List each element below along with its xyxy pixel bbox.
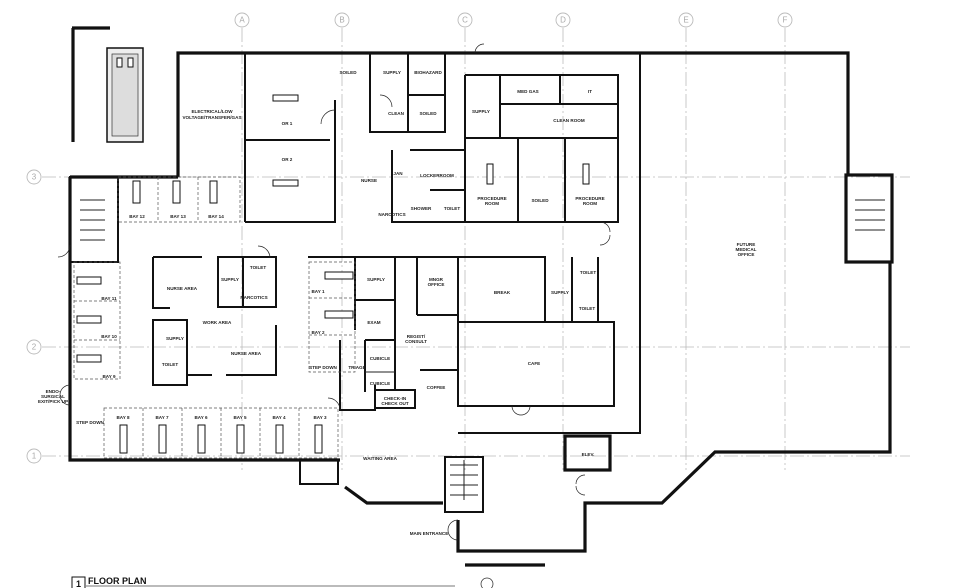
room-label-jan: JAN xyxy=(393,171,403,176)
room-label-electrical: VOLTAGE/TRANSFER/GAS xyxy=(182,115,241,120)
room-label-clean-room: CLEAN ROOM xyxy=(553,118,585,123)
room-label-nurse: NURSE xyxy=(361,178,377,183)
room-label-soiled: SOILED xyxy=(419,111,437,116)
room-label-triage: TRIAGE xyxy=(348,365,365,370)
room-label-work-area: WORK AREA xyxy=(203,320,232,325)
room-label-lockerroom: LOCKERROOM xyxy=(420,173,454,178)
room-label-supply: SUPPLY xyxy=(472,109,490,114)
room-label-bay-1: BAY 1 xyxy=(311,289,324,294)
grid-label-c: C xyxy=(462,16,468,25)
room-label-biohazard: BIOHAZARD xyxy=(414,70,442,75)
room-label-bay-2: BAY 2 xyxy=(311,330,324,335)
generator-pad xyxy=(71,26,144,143)
room-label-bay-11: BAY 11 xyxy=(101,296,117,301)
room-label-bay-13: BAY 13 xyxy=(170,214,186,219)
drawing-number: 1 xyxy=(76,579,81,588)
room-label-cubicle: CUBICLE xyxy=(370,381,390,386)
grid-label-3: 3 xyxy=(32,173,37,182)
grid-label-1: 1 xyxy=(32,452,37,461)
room-label-bay-12: BAY 12 xyxy=(129,214,145,219)
room-label-elev: ELEV. xyxy=(582,452,595,457)
room-label-soiled: SOILED xyxy=(531,198,549,203)
room-label-supply: SUPPLY xyxy=(166,336,184,341)
room-label-main-entrance: MAIN ENTRANCE xyxy=(410,531,449,536)
room-label-waiting-area: WAITING AREA xyxy=(363,456,397,461)
room-label-bay-10: BAY 10 xyxy=(101,334,117,339)
room-label-check-in: CHECK-IN xyxy=(384,396,407,401)
room-label-mngr-office: MNGR xyxy=(429,277,444,282)
room-labels: ELECTRICAL/LOW VOLTAGE/TRANSFER/GAS OR 1… xyxy=(38,70,757,536)
room-label-check-out: CHECK OUT xyxy=(381,401,409,406)
room-label-procedure-room: PROCEDURE xyxy=(477,196,506,201)
room-label-regist-consult: REGIST/ xyxy=(407,334,426,339)
interior-walls xyxy=(69,53,885,513)
drawing-title: 1 FLOOR PLAN xyxy=(71,576,494,588)
grid-label-b: B xyxy=(339,16,344,25)
room-label-bay-7: BAY 7 xyxy=(155,415,168,420)
room-label-procedure-room: PROCEDURE xyxy=(575,196,604,201)
room-label-supply: SUPPLY xyxy=(367,277,385,282)
room-label-it: IT xyxy=(588,89,592,94)
room-label-bay-9: BAY 9 xyxy=(102,374,115,379)
room-label-clean: CLEAN xyxy=(388,111,405,116)
room-label-coffee: COFFEE xyxy=(427,385,446,390)
room-label-endo-surgical-exit: EXIT/PICK UP xyxy=(38,399,68,404)
room-label-supply: SUPPLY xyxy=(551,290,569,295)
room-label-step-down: STEP DOWN xyxy=(309,365,337,370)
room-label-break: BREAK xyxy=(494,290,511,295)
doors xyxy=(57,43,611,541)
room-label-regist-consult: CONSULT xyxy=(405,339,427,344)
room-label-narcotics: NARCOTICS xyxy=(378,212,405,217)
room-label-nurse-area: NURSE AREA xyxy=(231,351,262,356)
room-label-step-down: STEP DOWN xyxy=(76,420,104,425)
drawing-title-text: FLOOR PLAN xyxy=(88,576,147,586)
room-label-bay-3: BAY 3 xyxy=(313,415,326,420)
room-label-endo-surgical-exit: SURGICAL xyxy=(41,394,65,399)
room-label-toilet: TOILET xyxy=(579,306,595,311)
room-label-or-2: OR 2 xyxy=(282,157,293,162)
room-label-shower: SHOWER xyxy=(411,206,432,211)
grid-label-f: F xyxy=(783,16,788,25)
room-label-bay-8: BAY 8 xyxy=(116,415,129,420)
room-label-future-medical-office: OFFICE xyxy=(738,252,755,257)
room-label-future-medical-office: MEDICAL xyxy=(736,247,757,252)
beds xyxy=(76,94,590,454)
room-label-procedure-room: ROOM xyxy=(485,201,499,206)
room-label-cafe: CAFE xyxy=(528,361,541,366)
grid-label-a: A xyxy=(239,16,245,25)
room-label-mngr-office: OFFICE xyxy=(428,282,445,287)
exterior-walls xyxy=(68,51,894,567)
room-label-exam: EXAM xyxy=(367,320,380,325)
room-label-toilet: TOILET xyxy=(162,362,178,367)
room-label-endo-surgical-exit: ENDO- xyxy=(46,389,61,394)
grid-bubbles: A B C D E F 3 2 1 xyxy=(26,12,793,464)
grid-label-e: E xyxy=(683,16,688,25)
room-label-bay-14: BAY 14 xyxy=(208,214,224,219)
room-label-narcotics: NARCOTICS xyxy=(240,295,267,300)
room-label-cubicle: CUBICLE xyxy=(370,356,390,361)
room-label-future-medical-office: FUTURE xyxy=(737,242,756,247)
room-label-bay-5: BAY 5 xyxy=(233,415,246,420)
room-label-bay-6: BAY 6 xyxy=(194,415,207,420)
grid-lines xyxy=(42,28,910,470)
room-label-supply: SUPPLY xyxy=(221,277,239,282)
grid-label-d: D xyxy=(560,16,566,25)
room-label-soiled: SOILED xyxy=(339,70,357,75)
room-label-procedure-room: ROOM xyxy=(583,201,597,206)
room-label-or-1: OR 1 xyxy=(282,121,293,126)
room-label-bay-4: BAY 4 xyxy=(272,415,285,420)
room-label-toilet: TOILET xyxy=(250,265,266,270)
grid-label-2: 2 xyxy=(32,343,37,352)
room-label-toilet: TOILET xyxy=(444,206,460,211)
room-label-nurse-area: NURSE AREA xyxy=(167,286,198,291)
bay-dividers xyxy=(73,176,356,459)
room-label-toilet: TOILET xyxy=(580,270,596,275)
room-label-supply: SUPPLY xyxy=(383,70,401,75)
north-arrow-icon xyxy=(480,577,494,588)
room-label-electrical: ELECTRICAL/LOW xyxy=(191,109,233,114)
room-label-med-gas: MED GAS xyxy=(517,89,538,94)
